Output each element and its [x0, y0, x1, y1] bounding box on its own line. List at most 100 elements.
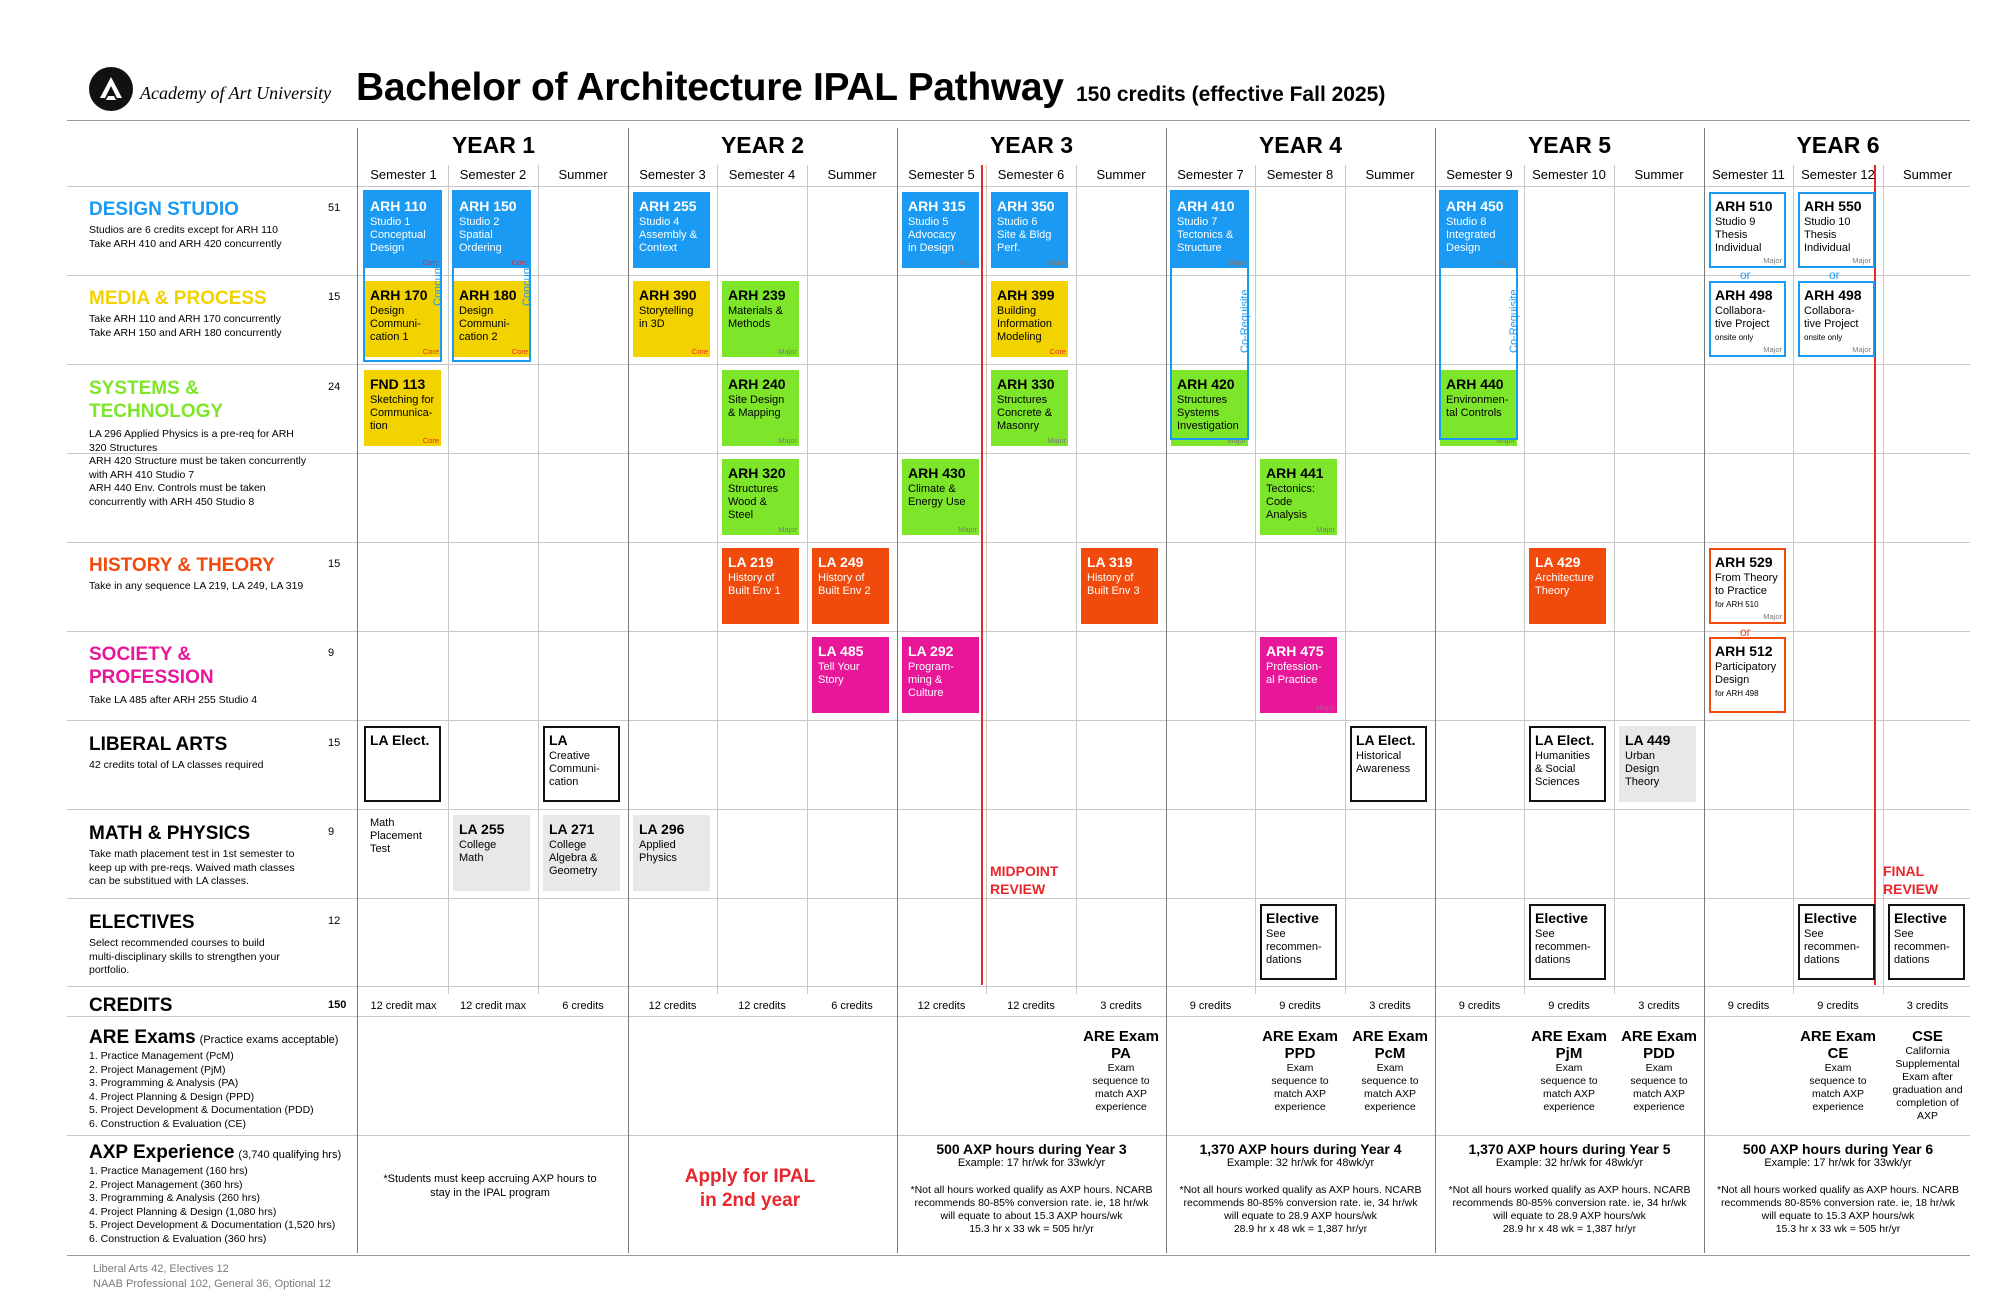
category-separator	[357, 128, 358, 1253]
midpoint-review-line	[981, 165, 983, 985]
course-name-line: in Design	[908, 242, 954, 254]
course-name-line: Geometry	[549, 865, 598, 877]
course-block[interactable]: LA Elect.	[364, 726, 441, 802]
course-code: ARH 330	[997, 376, 1055, 392]
course-name-line: al Practice	[1266, 674, 1318, 686]
semester-divider	[1793, 165, 1794, 994]
are-exam-title-line: ARE Exam	[1262, 1028, 1338, 1045]
category-description: 42 credits total of LA classes required	[89, 759, 319, 773]
category-title-line: TECHNOLOGY	[89, 401, 224, 422]
category-description-line: multi-disciplinary skills to strengthen …	[89, 950, 280, 963]
course-tag: Major	[778, 525, 797, 534]
course-name-line: Steel	[728, 509, 754, 521]
category-title-line: MEDIA & PROCESS	[89, 288, 267, 309]
course-name-line: Physics	[639, 852, 677, 864]
year-label: YEAR 5	[1527, 132, 1612, 158]
footer-line-1: Liberal Arts 42, Electives 12	[93, 1263, 229, 1275]
course-code: LA 271	[549, 821, 595, 837]
semester-divider	[1076, 165, 1077, 994]
year-divider	[1435, 128, 1436, 1253]
credits-cell: 6 credits	[562, 1000, 604, 1012]
course-note: onsite only	[1804, 333, 1843, 342]
course-code: LA Elect.	[1356, 732, 1416, 748]
course-name-line: Applied	[639, 839, 676, 851]
are-exam-title-line: CSE	[1912, 1028, 1943, 1045]
course-name-line: See	[1266, 928, 1286, 940]
are-exam-title: CSE	[1883, 1028, 1972, 1045]
course-tag: Major	[958, 258, 977, 267]
category-title-line: MATH & PHYSICS	[89, 823, 251, 844]
course-name-line: College	[459, 839, 497, 851]
course-code: LA	[549, 732, 568, 748]
course-code: FND 113	[370, 376, 426, 392]
axp-block-example: Example: 32 hr/wk for 48wk/yr	[1226, 1157, 1375, 1169]
axp-block-example: Example: 17 hr/wk for 33wk/yr	[957, 1157, 1106, 1169]
are-exam-note-line: experience	[1543, 1101, 1595, 1113]
course-code: ARH 550	[1804, 198, 1862, 214]
course-name-line: Theory	[1535, 585, 1570, 597]
course-code: ARH 110	[370, 198, 427, 214]
axp-block-title: 1,370 AXP hours during Year 4	[1199, 1141, 1402, 1157]
course-name-line: Structures	[1177, 394, 1228, 406]
course-code: LA 249	[818, 554, 864, 570]
course-name-line: Masonry	[997, 420, 1040, 432]
course-name-line: Individual	[1804, 242, 1851, 254]
course-name-line: Culture	[908, 687, 944, 699]
row-divider	[67, 542, 1970, 543]
are-exam-note-line: sequence to	[1630, 1075, 1688, 1087]
year-divider	[1704, 128, 1705, 1253]
course-code: ARH 529	[1715, 554, 1773, 570]
course-code: LA Elect.	[370, 732, 430, 748]
axp-list: 1. Practice Management (160 hrs)2. Proje…	[89, 1165, 335, 1246]
semester-label: Semester 6	[997, 167, 1065, 182]
